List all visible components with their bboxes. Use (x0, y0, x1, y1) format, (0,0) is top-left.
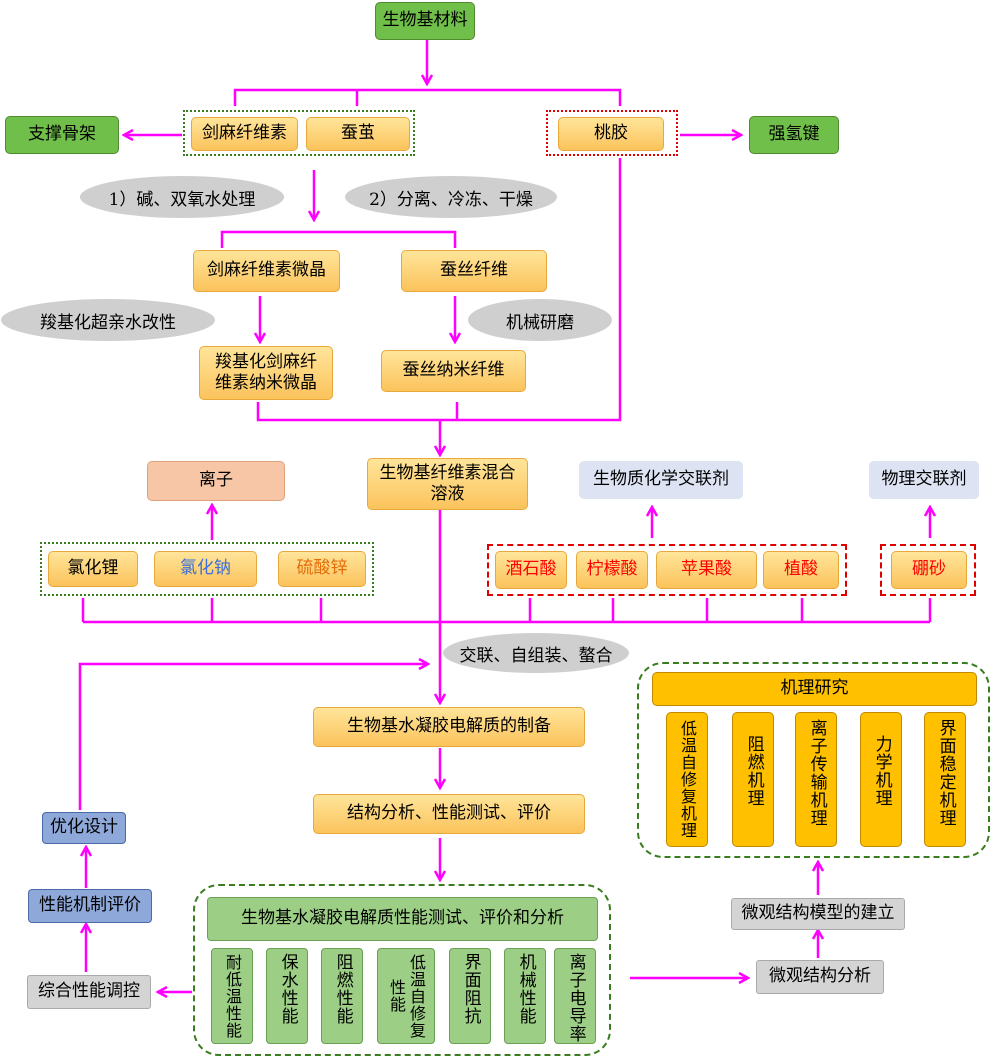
ionic-conductivity-item: 离子电导率 (554, 948, 596, 1044)
sodium-chloride-box: 氯化钠 (154, 551, 257, 587)
interface-impedance-item: 界面阻抗 (449, 948, 491, 1044)
borax-frame (880, 544, 976, 596)
support-skeleton-box: 支撑骨架 (5, 116, 119, 154)
hydrogen-bond-box: 强氢键 (749, 116, 839, 154)
mechanical-property-item: 机械性能 (504, 948, 546, 1044)
micro-model-box: 微观结构模型的建立 (731, 898, 905, 930)
zinc-sulfate-box: 硫酸锌 (278, 551, 366, 587)
low-temp-self-healing-mechanism: 低温自修复机理 (666, 712, 708, 847)
hydrogel-preparation-box: 生物基水凝胶电解质的制备 (313, 707, 585, 747)
performance-evaluation-box: 性能机制评价 (28, 889, 152, 923)
micro-analysis-box: 微观结构分析 (756, 960, 884, 994)
optimize-design-box: 优化设计 (42, 812, 126, 844)
interface-stability-mechanism: 界面稳定机理 (924, 712, 966, 847)
mechanism-title: 机理研究 (652, 672, 977, 706)
pectin-frame (546, 110, 678, 156)
ion-transport-mechanism: 离子传输机理 (795, 712, 837, 847)
raw-material-frame (183, 110, 415, 156)
mixed-solution-box: 生物基纤维素混合溶液 (367, 458, 528, 510)
overall-regulation-box: 综合性能调控 (27, 975, 151, 1009)
lithium-chloride-box: 氯化锂 (48, 551, 138, 587)
phytic-acid-box: 植酸 (763, 551, 839, 589)
salts-frame (40, 542, 374, 596)
pectin-box: 桃胶 (558, 117, 664, 151)
alkali-treatment-step: 1）碱、双氧水处理 (80, 176, 284, 218)
self-healing-item: 低温自修复性能 (377, 948, 435, 1044)
silk-nanofiber-box: 蚕丝纳米纤维 (381, 350, 526, 392)
performance-title: 生物基水凝胶电解质性能测试、评价和分析 (207, 897, 598, 941)
crosslink-assembly-step: 交联、自组装、螯合 (443, 633, 629, 673)
citric-acid-box: 柠檬酸 (576, 551, 648, 589)
flame-retardant-mechanism: 阻燃机理 (732, 712, 774, 847)
carboxylated-nanocrystal-box: 羧基化剑麻纤维素纳米微晶 (199, 346, 333, 400)
performance-frame (193, 884, 611, 1056)
bio-crosslinker-label: 生物质化学交联剂 (579, 461, 743, 499)
tartaric-acid-box: 酒石酸 (495, 551, 567, 589)
carboxyl-modification-step: 羧基化超亲水改性 (1, 299, 215, 341)
mechanism-frame (637, 662, 990, 858)
mechanical-milling-step: 机械研磨 (468, 299, 612, 341)
flame-retardance-item: 阻燃性能 (321, 948, 363, 1044)
separation-step: 2）分离、冷冻、干燥 (345, 176, 557, 218)
malic-acid-box: 苹果酸 (656, 551, 757, 589)
sisal-microcrystal-box: 剑麻纤维素微晶 (193, 250, 340, 292)
borax-box: 硼砂 (891, 551, 967, 589)
ions-box: 离子 (147, 461, 285, 501)
acids-frame (487, 544, 847, 596)
biomaterial-title: 生物基材料 (375, 2, 475, 40)
mechanics-mechanism: 力学机理 (860, 712, 902, 847)
low-temp-resistance-item: 耐低温性能 (211, 948, 253, 1044)
silk-fiber-box: 蚕丝纤维 (401, 250, 547, 292)
cocoon-box: 蚕茧 (306, 117, 410, 151)
water-retention-item: 保水性能 (266, 948, 308, 1044)
physical-crosslinker-label: 物理交联剂 (869, 461, 979, 499)
structure-analysis-box: 结构分析、性能测试、评价 (313, 794, 585, 834)
sisal-cellulose-box: 剑麻纤维素 (191, 117, 298, 151)
